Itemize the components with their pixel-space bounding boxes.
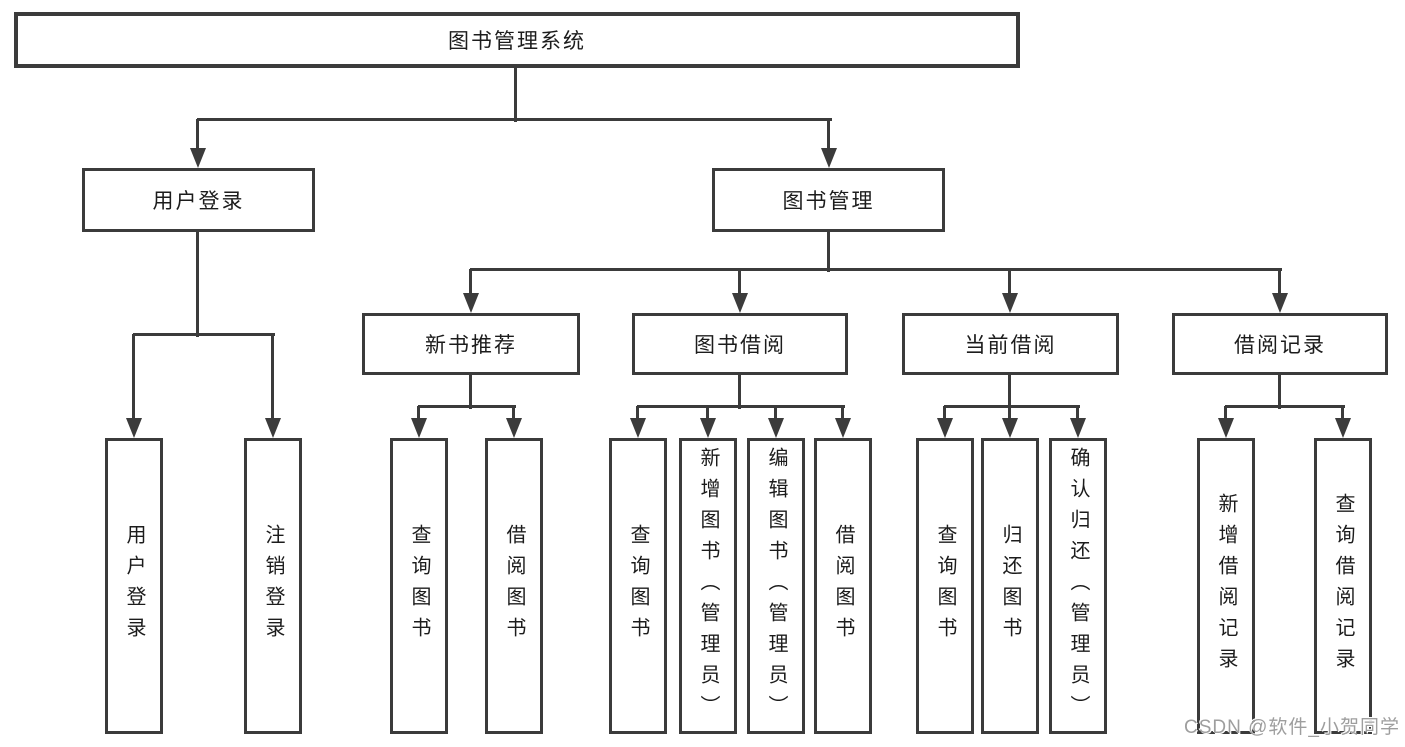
leaf-label: 新增图书（管理员） <box>697 446 719 726</box>
connector-line <box>514 68 517 122</box>
leaf-add-book-admin: 新增图书（管理员） <box>679 438 737 734</box>
leaf-query-borrow-record: 查询借阅记录 <box>1314 438 1372 734</box>
arrow-down-icon <box>732 293 748 313</box>
leaf-borrow-books-recommend: 借阅图书 <box>485 438 543 734</box>
connector-line <box>132 334 135 422</box>
connector-line <box>706 406 709 422</box>
leaf-label: 查询图书 <box>408 524 430 648</box>
arrow-down-icon <box>1272 293 1288 313</box>
leaf-label: 新增借阅记录 <box>1215 493 1237 679</box>
connector-line <box>418 405 516 408</box>
node-user-login: 用户登录 <box>82 168 315 232</box>
connector-line <box>512 406 515 422</box>
connector-line <box>197 118 832 121</box>
leaf-user-login: 用户登录 <box>105 438 163 734</box>
connector-line <box>943 406 946 422</box>
arrow-down-icon <box>835 418 851 438</box>
connector-line <box>196 119 199 152</box>
leaf-query-books-borrowing: 查询图书 <box>609 438 667 734</box>
arrow-down-icon <box>190 148 206 168</box>
leaf-borrow-books: 借阅图书 <box>814 438 872 734</box>
arrow-down-icon <box>630 418 646 438</box>
connector-line <box>271 334 274 422</box>
arrow-down-icon <box>768 418 784 438</box>
connector-line <box>1008 406 1011 422</box>
leaf-query-books-recommend: 查询图书 <box>390 438 448 734</box>
arrow-down-icon <box>126 418 142 438</box>
node-new-book-recommendation: 新书推荐 <box>362 313 580 375</box>
connector-line <box>470 268 1282 271</box>
leaf-label: 查询图书 <box>627 524 649 648</box>
connector-line <box>469 269 472 297</box>
connector-line <box>417 406 420 422</box>
connector-line <box>738 269 741 297</box>
connector-line <box>774 406 777 422</box>
leaf-query-books-current: 查询图书 <box>916 438 974 734</box>
node-current-borrowing: 当前借阅 <box>902 313 1119 375</box>
arrow-down-icon <box>937 418 953 438</box>
connector-line <box>1341 406 1344 422</box>
connector-line <box>944 405 1080 408</box>
connector-line <box>827 232 830 272</box>
arrow-down-icon <box>265 418 281 438</box>
leaf-logout: 注销登录 <box>244 438 302 734</box>
leaf-label: 注销登录 <box>262 524 284 648</box>
leaf-label: 查询借阅记录 <box>1332 493 1354 679</box>
connector-line <box>1076 406 1079 422</box>
leaf-label: 确认归还（管理员） <box>1067 446 1089 726</box>
node-borrowing-records: 借阅记录 <box>1172 313 1388 375</box>
leaf-add-borrow-record: 新增借阅记录 <box>1197 438 1255 734</box>
arrow-down-icon <box>1335 418 1351 438</box>
connector-line <box>133 333 275 336</box>
node-book-borrowing: 图书借阅 <box>632 313 848 375</box>
arrow-down-icon <box>506 418 522 438</box>
leaf-label: 归还图书 <box>999 524 1021 648</box>
leaf-edit-book-admin: 编辑图书（管理员） <box>747 438 805 734</box>
connector-line <box>636 406 639 422</box>
arrow-down-icon <box>821 148 837 168</box>
connector-line <box>738 375 741 409</box>
arrow-down-icon <box>1002 293 1018 313</box>
arrow-down-icon <box>463 293 479 313</box>
arrow-down-icon <box>1002 418 1018 438</box>
leaf-label: 借阅图书 <box>832 524 854 648</box>
connector-line <box>827 119 830 152</box>
connector-line <box>1008 269 1011 297</box>
connector-line <box>1278 269 1281 297</box>
connector-line <box>1008 375 1011 409</box>
node-library-management-system: 图书管理系统 <box>14 12 1020 68</box>
leaf-label: 借阅图书 <box>503 524 525 648</box>
connector-line <box>1224 406 1227 422</box>
arrow-down-icon <box>1070 418 1086 438</box>
arrow-down-icon <box>411 418 427 438</box>
connector-line <box>637 405 845 408</box>
connector-line <box>841 406 844 422</box>
arrow-down-icon <box>700 418 716 438</box>
leaf-return-book: 归还图书 <box>981 438 1039 734</box>
connector-line <box>1225 405 1345 408</box>
csdn-watermark: CSDN @软件_小贺同学 <box>1184 717 1400 738</box>
leaf-confirm-return-admin: 确认归还（管理员） <box>1049 438 1107 734</box>
connector-line <box>196 232 199 337</box>
leaf-label: 用户登录 <box>123 524 145 648</box>
node-book-management: 图书管理 <box>712 168 945 232</box>
connector-line <box>469 375 472 409</box>
leaf-label: 查询图书 <box>934 524 956 648</box>
arrow-down-icon <box>1218 418 1234 438</box>
leaf-label: 编辑图书（管理员） <box>765 446 787 726</box>
connector-line <box>1278 375 1281 409</box>
